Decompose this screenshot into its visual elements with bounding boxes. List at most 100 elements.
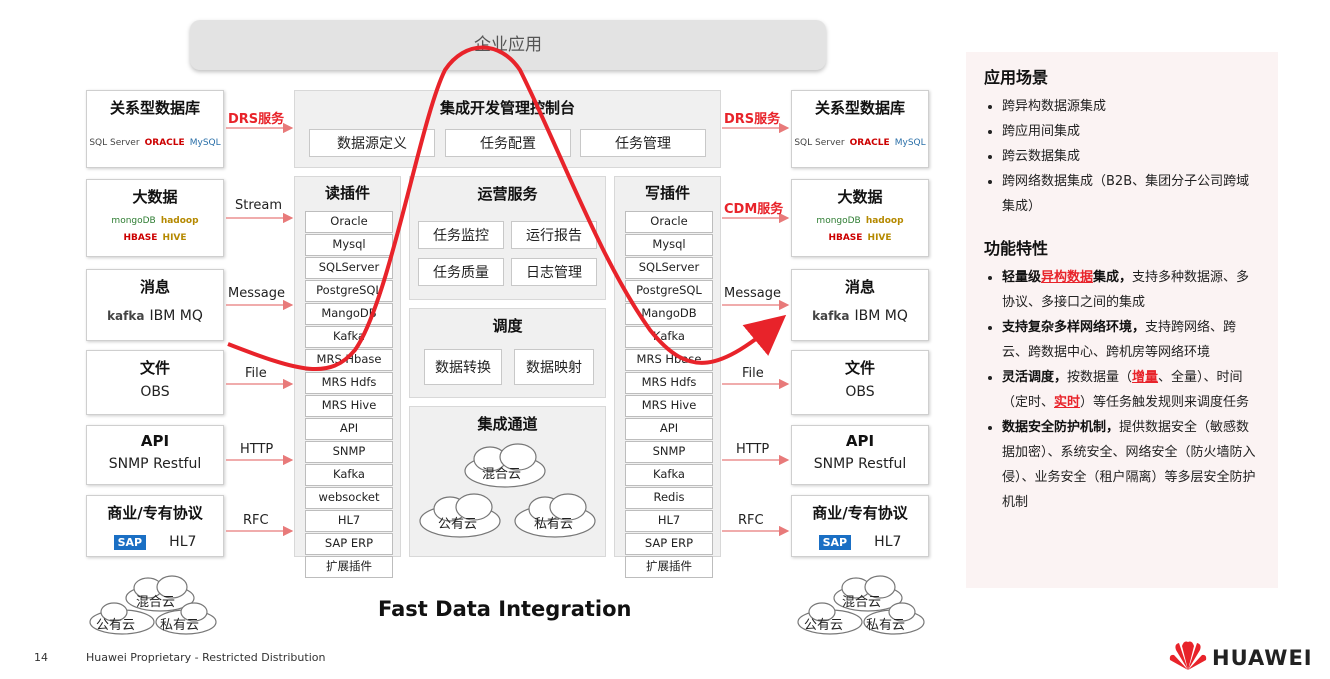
hadoop-logo: hadoop	[160, 216, 199, 226]
plugin-item[interactable]: MRS Hbase	[305, 349, 393, 371]
source-title: 文件	[139, 359, 170, 377]
plugin-item[interactable]: MRS Hdfs	[625, 372, 713, 394]
hybrid-cloud-label: 混合云	[482, 467, 522, 482]
left-source-rdb[interactable]: 关系型数据库 SQL Server ORACLE MySQL	[86, 90, 224, 168]
left-source-protocol[interactable]: 商业/专有协议 SAP HL7	[86, 495, 224, 557]
ops-service-panel: 运营服务 任务监控 运行报告 任务质量 日志管理	[409, 176, 606, 300]
right-connector-file: File	[742, 366, 764, 381]
hbase-logo: HBASE	[123, 233, 158, 243]
plugin-item[interactable]: Kafka	[305, 326, 393, 348]
target-sub: IBM MQ	[854, 308, 908, 324]
plugin-item[interactable]: HL7	[305, 510, 393, 532]
source-title: 关系型数据库	[109, 99, 200, 117]
right-target-protocol[interactable]: 商业/专有协议 SAP HL7	[791, 495, 929, 557]
right-connector-drs: DRS服务	[724, 112, 781, 127]
right-target-file[interactable]: 文件 OBS	[791, 350, 929, 415]
scenario-list: 跨异构数据源集成 跨应用间集成 跨云数据集成 跨网络数据集成（B2B、集团分子公…	[984, 94, 1278, 219]
target-title: 消息	[844, 278, 875, 296]
kafka-logo: kafka	[812, 309, 850, 323]
plugin-item[interactable]: HL7	[625, 510, 713, 532]
bottom-right-hybrid-label: 混合云	[842, 595, 882, 610]
plugin-item[interactable]: PostgreSQL	[305, 280, 393, 302]
plugin-item[interactable]: MRS Hive	[625, 395, 713, 417]
enterprise-app-bar: 企业应用	[190, 20, 826, 70]
right-target-bigdata[interactable]: 大数据 mongoDB hadoop HBASE HIVE	[791, 179, 929, 257]
plugin-item[interactable]: API	[305, 418, 393, 440]
plugin-item[interactable]: SQLServer	[625, 257, 713, 279]
plugin-item[interactable]: SQLServer	[305, 257, 393, 279]
features-title: 功能特性	[984, 239, 1049, 258]
plugin-item[interactable]: MRS Hive	[305, 395, 393, 417]
page-number: 14	[34, 651, 48, 664]
left-source-file[interactable]: 文件 OBS	[86, 350, 224, 415]
plugin-item[interactable]: Redis	[625, 487, 713, 509]
plugin-item[interactable]: PostgreSQL	[625, 280, 713, 302]
left-source-message[interactable]: 消息 kafka IBM MQ	[86, 269, 224, 341]
integration-console-panel: 集成开发管理控制台 数据源定义 任务配置 任务管理	[294, 90, 721, 168]
plugin-item[interactable]: Kafka	[305, 464, 393, 486]
datasource-define-button[interactable]: 数据源定义	[309, 129, 435, 157]
hive-logo: HIVE	[867, 233, 892, 243]
plugin-item[interactable]: Oracle	[305, 211, 393, 233]
mongodb-logo: mongoDB	[111, 216, 156, 226]
plugin-item[interactable]: 扩展插件	[305, 556, 393, 578]
sqlserver-logo: SQL Server	[89, 138, 140, 148]
plugin-item[interactable]: MangoDB	[625, 303, 713, 325]
plugin-item[interactable]: MRS Hdfs	[305, 372, 393, 394]
source-title: 消息	[139, 278, 170, 296]
sap-logo: SAP	[113, 535, 147, 550]
source-sub: HL7	[169, 534, 197, 550]
bottom-left-hybrid-label: 混合云	[136, 595, 176, 610]
right-target-rdb[interactable]: 关系型数据库 SQL Server ORACLE MySQL	[791, 90, 929, 168]
plugin-item[interactable]: API	[625, 418, 713, 440]
sqlserver-logo: SQL Server	[794, 138, 845, 148]
channel-title: 集成通道	[477, 415, 538, 433]
bottom-right-private-label: 私有云	[866, 618, 906, 633]
scenario-item: 跨应用间集成	[1002, 119, 1278, 144]
task-quality-button[interactable]: 任务质量	[418, 258, 504, 286]
plugin-item[interactable]: SAP ERP	[625, 533, 713, 555]
log-manage-button[interactable]: 日志管理	[511, 258, 597, 286]
source-title: API	[140, 432, 170, 450]
scenario-item: 跨云数据集成	[1002, 144, 1278, 169]
plugin-item[interactable]: SNMP	[305, 441, 393, 463]
kafka-logo: kafka	[107, 309, 145, 323]
target-title: 大数据	[837, 188, 883, 206]
sap-logo: SAP	[818, 535, 852, 550]
target-title: API	[845, 432, 875, 450]
plugin-item[interactable]: Mysql	[625, 234, 713, 256]
plugin-item[interactable]: 扩展插件	[625, 556, 713, 578]
plugin-item[interactable]: websocket	[305, 487, 393, 509]
feature-list: 轻量级异构数据集成，支持多种数据源、多协议、多接口之间的集成 支持复杂多样网络环…	[984, 265, 1262, 515]
left-connector-rfc: RFC	[243, 513, 269, 528]
right-target-message[interactable]: 消息 kafka IBM MQ	[791, 269, 929, 341]
data-transform-button[interactable]: 数据转换	[424, 349, 502, 385]
channel-clouds-icon	[419, 443, 596, 538]
left-source-api[interactable]: API SNMP Restful	[86, 425, 224, 485]
data-mapping-button[interactable]: 数据映射	[514, 349, 594, 385]
mongodb-logo: mongoDB	[816, 216, 861, 226]
plugin-item[interactable]: SNMP	[625, 441, 713, 463]
task-manage-button[interactable]: 任务管理	[580, 129, 706, 157]
target-title: 关系型数据库	[814, 99, 905, 117]
left-connector-stream: Stream	[235, 198, 283, 213]
target-title: 文件	[844, 359, 875, 377]
right-target-api[interactable]: API SNMP Restful	[791, 425, 929, 485]
plugin-item[interactable]: Kafka	[625, 464, 713, 486]
feature-item: 数据安全防护机制，提供数据安全（敏感数据加密）、系统安全、网络安全（防火墙防入侵…	[1002, 415, 1262, 515]
plugin-item[interactable]: SAP ERP	[305, 533, 393, 555]
hadoop-logo: hadoop	[865, 216, 904, 226]
left-source-bigdata[interactable]: 大数据 mongoDB hadoop HBASE HIVE	[86, 179, 224, 257]
integration-channel-panel: 集成通道 混合云 公有云 私有云	[409, 406, 606, 557]
feature-item: 支持复杂多样网络环境，支持跨网络、跨云、跨数据中心、跨机房等网络环境	[1002, 315, 1262, 365]
huawei-logo-icon	[1169, 641, 1207, 670]
plugin-item[interactable]: Mysql	[305, 234, 393, 256]
left-connector-file: File	[245, 366, 267, 381]
plugin-item[interactable]: Oracle	[625, 211, 713, 233]
task-monitor-button[interactable]: 任务监控	[418, 221, 504, 249]
bottom-right-public-label: 公有云	[804, 618, 844, 633]
left-connector-drs: DRS服务	[228, 112, 285, 127]
